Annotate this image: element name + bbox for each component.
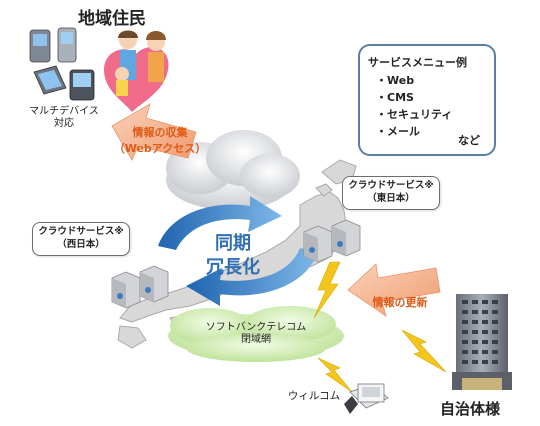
service-menu-box: サービスメニュー例 ・Web ・CMS ・セキュリティ ・メール など bbox=[358, 44, 496, 156]
willcom-phone-icon bbox=[344, 383, 389, 414]
service-menu-etc: など bbox=[458, 134, 480, 147]
service-menu-title: サービスメニュー例 bbox=[368, 56, 467, 69]
closed-network-label: ソフトバンクテレコム 閉域網 bbox=[196, 322, 316, 346]
sync-line2: 冗長化 bbox=[206, 257, 260, 278]
closed-network-line1: ソフトバンクテレコム bbox=[205, 322, 307, 333]
residents-title: 地域住民 bbox=[78, 9, 146, 29]
east-server-icons bbox=[303, 219, 361, 263]
closed-network-line2: 閉域網 bbox=[241, 334, 271, 345]
cloud-west-callout: クラウドサービス※ （西日本） bbox=[32, 222, 130, 256]
west-server-icons bbox=[111, 265, 169, 309]
municipality-label: 自治体様 bbox=[440, 400, 501, 418]
cloud-east-line2: （東日本） bbox=[367, 193, 415, 204]
info-collection-label: 情報の収集 （Webアクセス） bbox=[110, 124, 210, 156]
info-collection-line1: 情報の収集 bbox=[132, 126, 188, 139]
service-menu-item: ・CMS bbox=[376, 91, 414, 104]
service-menu-item: ・メール bbox=[376, 125, 420, 138]
service-menu-item: ・セキュリティ bbox=[376, 108, 453, 121]
device-caption-line2: 対応 bbox=[54, 118, 74, 129]
cloud-west-line2: （西日本） bbox=[57, 239, 105, 250]
device-caption: マルチデバイス 対応 bbox=[16, 106, 112, 130]
info-collection-line2: （Webアクセス） bbox=[113, 142, 207, 155]
closed-network-cloud bbox=[168, 306, 344, 362]
family-illustration bbox=[104, 30, 169, 112]
municipality-building-icon bbox=[452, 294, 512, 390]
cloud-east-line1: クラウドサービス※ bbox=[348, 180, 434, 191]
willcom-label: ウィルコム bbox=[287, 390, 341, 402]
device-caption-line1: マルチデバイス bbox=[29, 106, 99, 117]
sync-label: 同期 冗長化 bbox=[188, 232, 278, 280]
service-menu-item: ・Web bbox=[376, 74, 415, 87]
device-icons bbox=[29, 27, 95, 101]
info-update-label: 情報の更新 bbox=[372, 296, 428, 309]
info-collection-arrow bbox=[111, 103, 197, 161]
sync-arrows bbox=[158, 196, 318, 306]
cloud-east-callout: クラウドサービス※ （東日本） bbox=[342, 176, 440, 210]
info-update-arrow bbox=[347, 263, 441, 317]
internet-cloud bbox=[166, 130, 300, 210]
lightning-icons bbox=[313, 261, 447, 393]
sync-line1: 同期 bbox=[215, 233, 251, 254]
cloud-west-line1: クラウドサービス※ bbox=[38, 226, 124, 237]
